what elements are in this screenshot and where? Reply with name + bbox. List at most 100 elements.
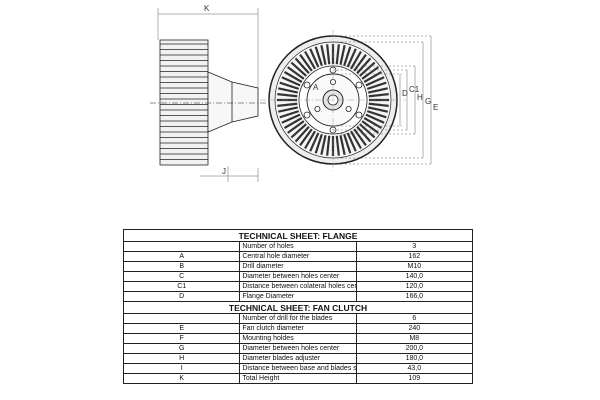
row-description: Central hole diameter (239, 251, 357, 262)
cooling-fin (350, 130, 362, 150)
fan-clutch-title-row: TECHNICAL SHEET: FAN CLUTCH (123, 301, 473, 314)
row-value: 162 (355, 251, 474, 262)
cooling-fin (326, 44, 331, 65)
row-description: Drill diameter (239, 261, 357, 272)
row-description: Fan clutch diameter (239, 323, 357, 334)
cooling-fin (320, 44, 327, 66)
row-description: Diameter between holes center (239, 343, 357, 354)
row-value: 140,0 (355, 271, 474, 282)
cooling-fin (290, 61, 307, 77)
row-letter (122, 241, 241, 252)
cooling-fin (361, 66, 379, 80)
cooling-fin (294, 57, 310, 74)
blade-hole (355, 81, 363, 89)
row-value: 120,0 (355, 281, 474, 292)
blade-hole (355, 111, 363, 119)
cooling-fin (309, 132, 320, 152)
cooling-fin (281, 76, 301, 87)
cooling-fin (361, 120, 379, 134)
cooling-fin (366, 110, 387, 119)
cooling-fin (281, 113, 301, 124)
flange-title: TECHNICAL SHEET: FLANGE (123, 229, 473, 242)
cooling-fin (314, 46, 323, 67)
cooling-fin (367, 87, 389, 94)
row-letter: A (122, 251, 241, 262)
row-value: M10 (355, 261, 474, 272)
row-value: 6 (355, 313, 474, 324)
row-description: Diameter between holes center (239, 271, 357, 282)
side-fins (160, 43, 208, 160)
cooling-fin (368, 93, 389, 98)
row-description: Mounting holdes (239, 333, 357, 344)
cooling-fin (346, 48, 357, 68)
flange-hole (314, 106, 321, 113)
cooling-fin (365, 113, 385, 124)
cooling-fin (363, 71, 383, 83)
cooling-fin (304, 50, 316, 70)
row-value: 3 (355, 241, 474, 252)
dim-label-g: G (425, 97, 431, 106)
row-value: 200,0 (355, 343, 474, 354)
row-description: Number of drill for the blades (239, 313, 357, 324)
dim-label-k: K (204, 4, 210, 13)
cooling-fin (287, 120, 305, 134)
blade-hole (303, 111, 311, 119)
row-value: 166,0 (355, 291, 474, 302)
cooling-fin (365, 76, 385, 87)
blade-hole (303, 81, 311, 89)
technical-drawing: K J A D C1 H G E (150, 4, 438, 182)
row-letter (122, 313, 241, 324)
row-letter: D (122, 291, 241, 302)
row-letter: C (122, 271, 241, 282)
row-description: Flange Diameter (239, 291, 357, 302)
cooling-fin (326, 135, 331, 156)
cooling-fin (283, 117, 303, 129)
side-body (159, 39, 209, 166)
row-letter: G (122, 343, 241, 354)
front-dimensions (333, 35, 433, 165)
cooling-fin (353, 128, 367, 146)
cooling-fin (277, 102, 298, 107)
cooling-fin (353, 54, 367, 72)
flange-hole (345, 106, 352, 113)
side-hub (207, 71, 259, 133)
cooling-fin (359, 123, 376, 139)
cooling-fin (367, 106, 389, 113)
cooling-fin (290, 123, 307, 139)
row-letter: E (122, 323, 241, 334)
cooling-fin (359, 61, 376, 77)
side-dimensions (157, 8, 259, 182)
dim-label-h: H (417, 93, 423, 102)
cooling-fin (346, 132, 357, 152)
row-description: Diameter blades adjuster (239, 353, 357, 364)
cooling-fin (335, 135, 340, 156)
cooling-fin (356, 57, 372, 74)
front-view (260, 30, 406, 172)
cooling-fin (309, 48, 320, 68)
row-value: M8 (355, 333, 474, 344)
row-letter: B (122, 261, 241, 272)
row-letter: H (122, 353, 241, 364)
cooling-fin (343, 133, 352, 154)
dim-label-e: E (433, 103, 438, 112)
cooling-fin (304, 130, 316, 150)
cooling-fin (356, 126, 372, 143)
cooling-fin (339, 134, 346, 156)
cooling-fin (277, 93, 298, 98)
cooling-fin (320, 134, 327, 156)
dim-label-a: A (313, 83, 319, 92)
cooling-fin (314, 133, 323, 154)
cooling-fin (299, 128, 313, 146)
row-letter: C1 (122, 281, 241, 292)
row-value: 43,0 (355, 363, 474, 374)
row-letter: F (122, 333, 241, 344)
